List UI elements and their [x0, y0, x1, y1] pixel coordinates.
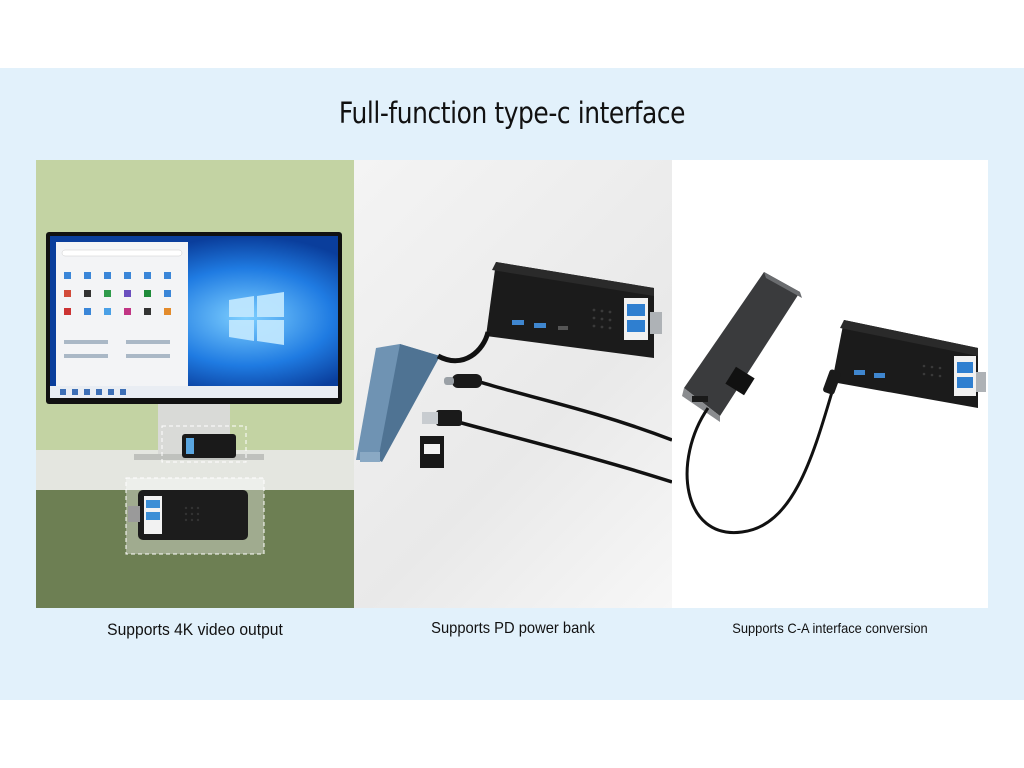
usb-hub: [356, 344, 440, 462]
sd-card-icon: [420, 436, 444, 468]
caption-pd-power-bank: Supports PD power bank: [431, 620, 595, 637]
panel-ca-conversion: [672, 160, 988, 608]
power-bank: [682, 272, 802, 422]
vent-grille-icon: [592, 308, 612, 330]
page-title: Full-function type-c interface: [338, 96, 686, 130]
feature-panels: [36, 160, 988, 608]
panel-video-output: [36, 160, 354, 608]
caption-video-output: Supports 4K video output: [107, 620, 283, 639]
usb-c-plug-icon: [444, 374, 482, 388]
stick-pc: [832, 320, 986, 408]
stick-pc: [486, 262, 662, 358]
caption-ca-conversion: Supports C-A interface conversion: [732, 620, 928, 636]
vent-grille-icon: [184, 506, 200, 522]
powerbank-scene-illustration: [682, 272, 986, 534]
stick-pc-zoom: [138, 490, 248, 540]
hub-scene-illustration: [356, 262, 672, 484]
monitor-scene-illustration: [36, 160, 354, 608]
usb-a-plug-icon: [422, 410, 462, 426]
windows-logo-icon: [229, 292, 284, 345]
panel-pd-power-bank: [354, 160, 672, 608]
usb-c-plug-icon: [823, 369, 841, 395]
vent-grille-icon: [922, 364, 942, 378]
